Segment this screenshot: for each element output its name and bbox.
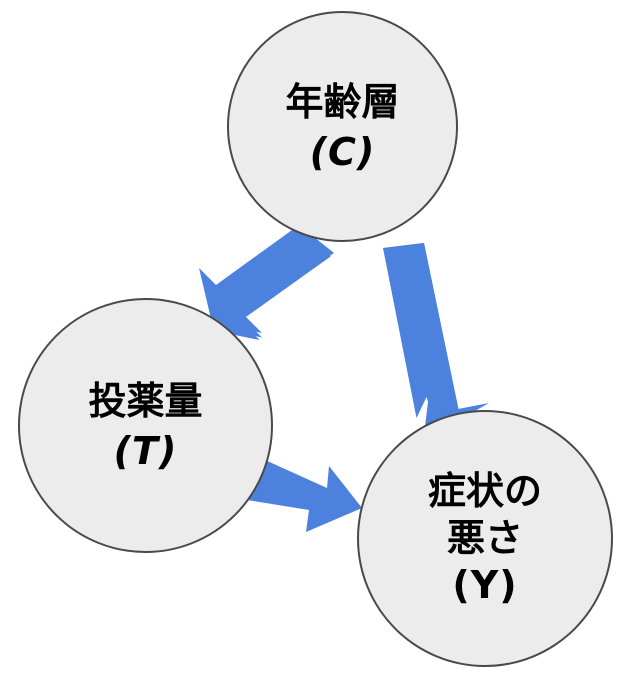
treatment-node[interactable]: 投薬量 (T) [18, 298, 273, 553]
outcome-node-label-line1: 症状の [427, 469, 542, 513]
treatment-node-label-line1: 投薬量 [88, 378, 203, 423]
arrow-c-to-y [383, 243, 489, 435]
arrow-c-to-t [199, 225, 334, 340]
outcome-node-variable: (Y) [452, 563, 518, 607]
outcome-node-label-line2: 悪さ [446, 516, 523, 560]
arrow-t-to-y [247, 460, 362, 532]
outcome-node[interactable]: 症状の 悪さ (Y) [357, 410, 613, 667]
confounder-node-label-line1: 年齢層 [285, 79, 400, 124]
confounder-node-variable: (C) [309, 129, 376, 174]
treatment-node-variable: (T) [113, 428, 178, 473]
confounder-node[interactable]: 年齢層 (C) [227, 11, 458, 242]
